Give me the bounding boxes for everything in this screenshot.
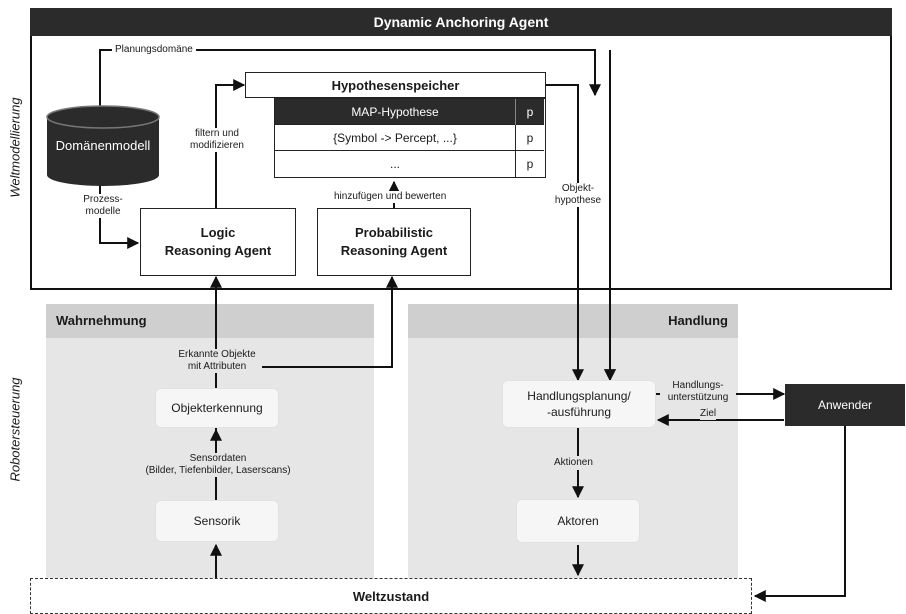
hypothesis-row-label: MAP-Hypothese	[351, 105, 439, 119]
hypothesis-row: {Symbol -> Percept, ...} p	[275, 125, 544, 151]
perception-header: Wahrnehmung	[46, 304, 374, 338]
goal-label: Ziel	[700, 408, 717, 420]
hypothesis-row: MAP-Hypothese p	[275, 99, 544, 125]
actuators-box: Aktoren	[516, 499, 640, 543]
probabilistic-reasoning-agent: Probabilistic Reasoning Agent	[317, 208, 471, 276]
logic-reasoning-agent: Logic Reasoning Agent	[140, 208, 296, 276]
hypothesis-row: ... p	[275, 151, 544, 177]
sensors-box: Sensorik	[155, 500, 279, 542]
hypothesis-table: MAP-Hypothese p {Symbol -> Percept, ...}…	[274, 98, 546, 178]
hypothesis-store-title: Hypothesenspeicher	[245, 72, 546, 98]
actions-label: Aktionen	[552, 456, 595, 470]
support-label: Handlungs- unterstützung	[660, 380, 736, 404]
hypothesis-row-p: p	[515, 125, 544, 151]
filter-modify-label: filtern und modifizieren	[186, 128, 248, 152]
action-planning-box: Handlungsplanung/ -ausführung	[502, 380, 656, 428]
recognized-objects-label: Erkannte Objekte mit Attributen	[172, 349, 262, 373]
world-state-box: Weltzustand	[30, 578, 752, 614]
process-models-label: Prozess- modelle	[78, 194, 128, 218]
add-evaluate-label: hinzufügen und bewerten	[332, 191, 449, 203]
hypothesis-row-p: p	[515, 99, 544, 125]
recognized-to-prob	[252, 275, 398, 368]
sensor-data-label: Sensordaten (Bilder, Tiefenbilder, Laser…	[132, 453, 304, 477]
user-to-world	[753, 426, 846, 602]
hypothesis-row-label: ...	[389, 157, 400, 171]
agent-title: Dynamic Anchoring Agent	[30, 8, 892, 36]
planning-domain-label: Planungsdomäne	[112, 44, 196, 56]
hypothesis-row-label: {Symbol -> Percept, ...}	[333, 131, 457, 145]
user-box: Anwender	[785, 384, 905, 426]
domain-model-label: Domänenmodell	[55, 137, 151, 153]
action-header: Handlung	[408, 304, 738, 338]
filter-modify-arrow	[215, 79, 246, 208]
object-recognition-box: Objekterkennung	[155, 388, 279, 428]
planning-domain-line	[99, 49, 601, 110]
hypothesis-row-p: p	[515, 151, 544, 177]
object-hypothesis-label: Objekt- hypothese	[549, 183, 607, 207]
object-hypothesis-arrow	[546, 84, 584, 382]
